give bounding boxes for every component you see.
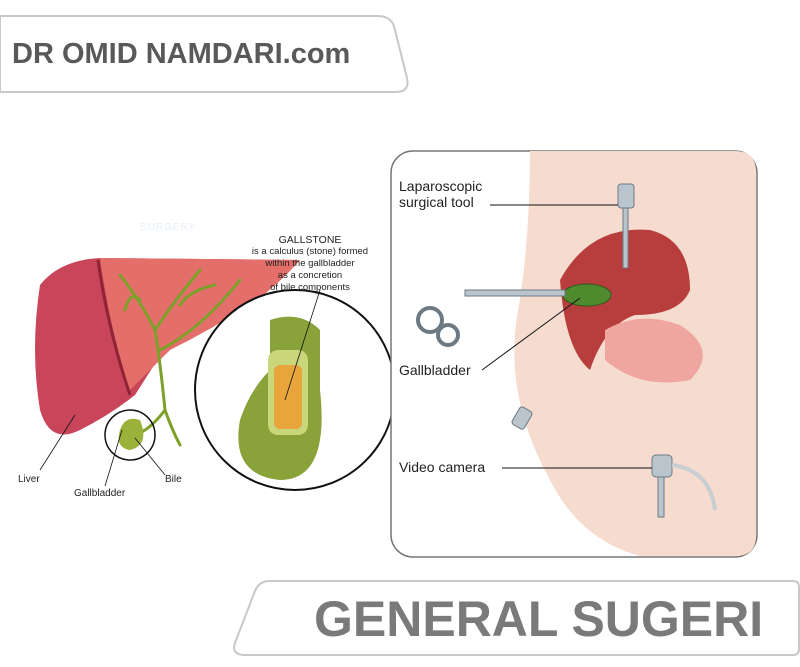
label-gallbladder: Gallbladder xyxy=(74,488,126,499)
liver-gallstone-illustration xyxy=(35,258,396,491)
gallstone-title: GALLSTONE xyxy=(278,234,342,246)
footer-title: GENERAL SUGERI xyxy=(314,591,764,647)
label-gallbladder-right: Gallbladder xyxy=(399,362,471,378)
laparoscopy-illustration xyxy=(390,150,758,558)
site-title[interactable]: DR OMID NAMDARI.com xyxy=(12,38,351,70)
stomach xyxy=(605,318,703,383)
watermark-text: SURGERY xyxy=(140,222,197,233)
gallstone-caption: GALLSTONE is a calculus (stone) formed w… xyxy=(235,234,385,294)
gallstone-desc-line: as a concretion xyxy=(277,270,343,281)
label-tool-line1: Laparoscopic xyxy=(399,178,483,194)
gallstone-desc-line: within the gallbladder xyxy=(265,258,355,269)
label-laparoscopic-tool: Laparoscopic surgical tool xyxy=(399,178,482,210)
liver xyxy=(560,229,690,370)
footer-banner xyxy=(233,580,800,656)
label-video-camera: Video camera xyxy=(399,459,486,475)
gallbladder xyxy=(562,283,612,307)
gallstone-desc-line: of bile components xyxy=(270,282,350,293)
site-banner xyxy=(0,15,409,93)
label-bile: Bile xyxy=(165,474,182,485)
bile-ducts xyxy=(118,268,242,447)
label-liver: Liver xyxy=(18,474,40,485)
gallstone-desc-line: is a calculus (stone) formed xyxy=(251,246,369,257)
label-tool-line2: surgical tool xyxy=(399,194,474,210)
